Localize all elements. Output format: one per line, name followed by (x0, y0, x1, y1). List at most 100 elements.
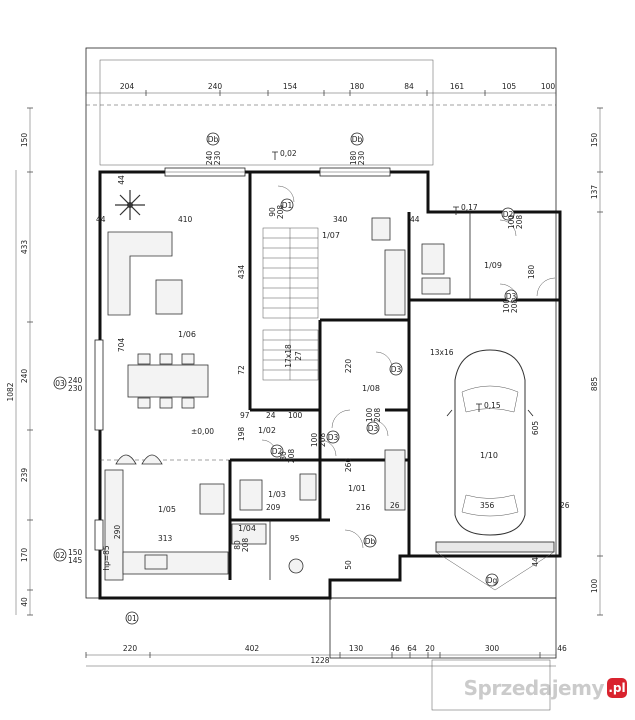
armchairs (115, 454, 163, 465)
svg-text:D1: D1 (282, 201, 293, 210)
inner-dim-209: 209 (266, 503, 281, 512)
inner-dim-100: 100 (288, 411, 303, 420)
top-dim-4: 180 (350, 82, 365, 91)
stair-step-label: 17x18 (284, 344, 293, 368)
driveway-lower-outline (431, 659, 551, 711)
opening-tag-1-04: 80208 (233, 538, 250, 553)
driveway-outline (329, 597, 557, 659)
toilet-icon (239, 479, 263, 511)
svg-text:Db: Db (352, 135, 363, 144)
svg-text:0,02: 0,02 (280, 149, 297, 158)
svg-text:D3: D3 (368, 424, 379, 433)
room-label-1-03: 1/03 (268, 490, 286, 499)
car-icon (446, 349, 534, 536)
desk-chair (371, 217, 391, 241)
left-dim-6: 40 (20, 597, 29, 607)
window-terrace-right (319, 167, 391, 177)
inner-dim-340: 340 (333, 215, 348, 224)
inner-dim-434: 434 (237, 265, 246, 280)
inner-dim-50: 50 (344, 560, 353, 570)
svg-text:D2: D2 (272, 447, 283, 456)
room-label-1-10: 1/10 (480, 451, 498, 460)
marker-d3-corridor: D3 (326, 430, 340, 444)
bottom-dim-5: 64 (407, 644, 417, 653)
top-dim-1: 204 (120, 82, 135, 91)
svg-text:01: 01 (127, 614, 137, 623)
coffee-table (155, 279, 183, 315)
kitchen-counter-south (122, 551, 229, 575)
room-label-1-06: 1/06 (178, 330, 196, 339)
room-label-1-02: 1/02 (258, 426, 276, 435)
top-dim-3: 154 (283, 82, 298, 91)
inner-dim-313: 313 (158, 534, 173, 543)
opening-tag-garage-door: 100208 (502, 299, 519, 314)
svg-text:03: 03 (55, 379, 65, 388)
inner-dim-95: 95 (290, 534, 300, 543)
room-label-1-01: 1/01 (348, 484, 366, 493)
window-living-west (94, 339, 104, 431)
svg-text:D3: D3 (328, 433, 339, 442)
garage-door (435, 541, 555, 553)
level-mark-3: ±0,00 (191, 427, 214, 436)
svg-text:Db: Db (208, 135, 219, 144)
opening-tag-corridor: 100208 (310, 433, 327, 448)
left-total: 1082 (6, 382, 15, 401)
inner-dim-72: 72 (237, 365, 246, 375)
room-label-1-08: 1/08 (362, 384, 380, 393)
marker-d1: D1 (280, 198, 294, 212)
svg-text:0,15: 0,15 (484, 401, 501, 410)
inner-dim-216: 216 (356, 503, 371, 512)
room-label-1-04: 1/04 (238, 524, 256, 533)
svg-text:±0,00: ±0,00 (191, 427, 214, 436)
inner-dim-44-c: 44 (117, 175, 126, 185)
wardrobe-hall (384, 449, 406, 511)
opening-tag-1-01: 100208 (365, 408, 382, 423)
utility-counter (421, 277, 451, 295)
bottom-dim-8: 46 (557, 644, 567, 653)
top-dim-2: 240 (208, 82, 223, 91)
pantry-cabinet (199, 483, 225, 515)
garage-door-swing (435, 551, 555, 591)
wc-fixture (231, 523, 267, 545)
right-dim-3: 885 (590, 377, 599, 392)
opening-tag-door-d1: 90208 (268, 205, 285, 220)
window-kitchen-west (94, 519, 104, 551)
bottom-dim-4: 46 (390, 644, 400, 653)
watermark-badge: .pl (607, 678, 627, 698)
opening-tag-window-2: 180230 (349, 151, 366, 166)
watermark-text: Sprzedajemy (463, 676, 605, 700)
marker-d3-hall: D3 (389, 362, 403, 376)
plant-icon (115, 190, 145, 220)
right-dim-1: 150 (590, 133, 599, 148)
inner-dim-24: 24 (266, 411, 276, 420)
marker-d2: D2 (501, 207, 515, 221)
bottom-total: 1228 (310, 656, 329, 665)
marker-db-1: Db (206, 132, 220, 146)
terrace-outline (99, 59, 434, 166)
marker-01-bottom: 01 (125, 611, 139, 625)
kitchen-counter-west (104, 469, 124, 581)
bottom-dim-2: 402 (245, 644, 260, 653)
inner-dim-180: 180 (527, 265, 536, 280)
opening-tag-door-d2: 100208 (507, 215, 524, 230)
inner-dim-44-d: 44 (531, 557, 540, 567)
chimney-size-label: 13x16 (430, 348, 454, 357)
marker-02-left: 02 (53, 548, 67, 562)
sill-height-label: hp=85 (102, 545, 111, 571)
inner-dim-97: 97 (240, 411, 250, 420)
exterior-walls (98, 170, 562, 600)
stair-count-label: 27 (294, 351, 303, 361)
svg-text:02: 02 (55, 551, 65, 560)
marker-d2-wc: D2 (270, 444, 284, 458)
bottom-dim-1: 220 (123, 644, 138, 653)
wardrobe-1-07 (384, 249, 406, 316)
top-dim-7: 105 (502, 82, 517, 91)
level-mark-4: 0,15 (476, 401, 501, 412)
watermark-logo: Sprzedajemy .pl (464, 676, 627, 700)
marker-db-2: Db (350, 132, 364, 146)
drain-icon (288, 558, 304, 574)
left-dim-5: 170 (20, 548, 29, 563)
